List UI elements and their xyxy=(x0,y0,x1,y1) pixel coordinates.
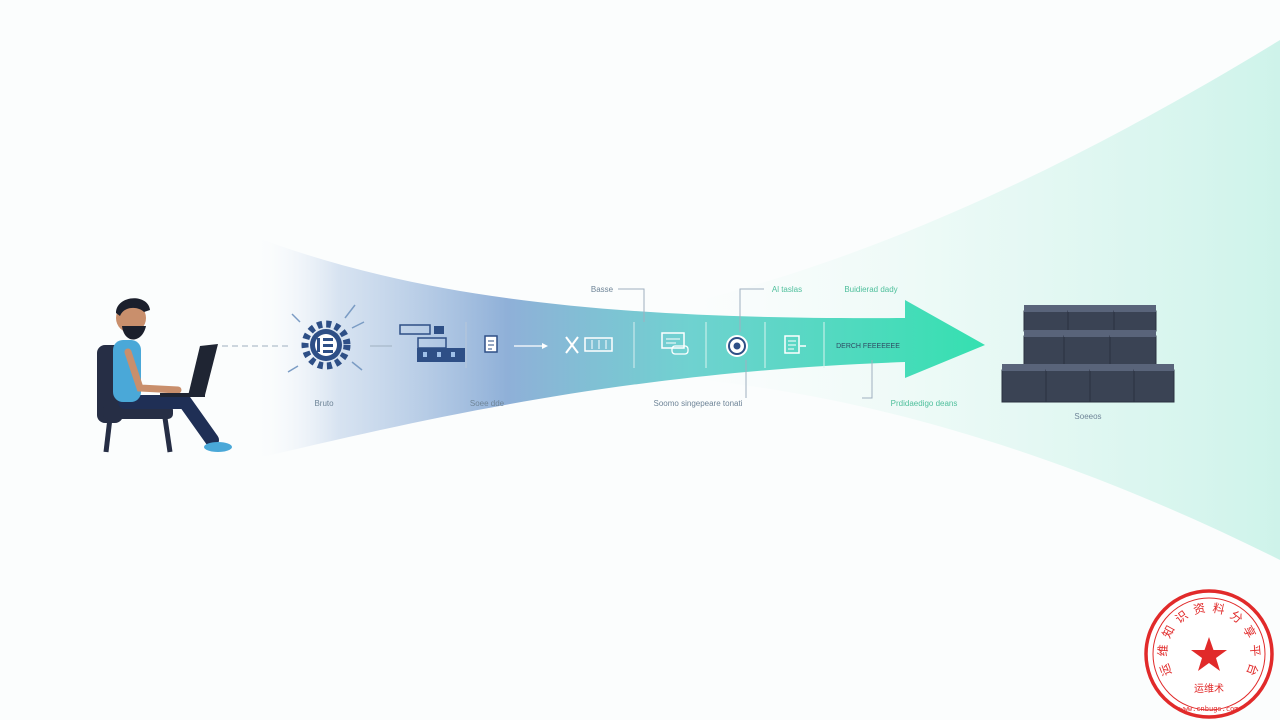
seal-ring-char: 台 xyxy=(1244,662,1262,678)
target-icon xyxy=(726,335,748,357)
callout-line xyxy=(862,360,873,399)
seal-stamp: 运维知识资料分享平台 运维术 www.cnbugs.com xyxy=(1144,589,1274,719)
server-block xyxy=(1045,369,1091,403)
screen-icon xyxy=(661,332,689,355)
callout-top-1: Basse xyxy=(591,285,614,294)
document-icon xyxy=(484,335,498,353)
server-block-top xyxy=(1046,364,1090,371)
person-at-laptop-icon xyxy=(97,298,232,453)
server-block-top xyxy=(1090,364,1134,371)
server-block xyxy=(1133,369,1175,403)
server-block-top xyxy=(1064,330,1110,337)
seal-center-text: 运维术 xyxy=(1194,682,1224,695)
stage-label-5: Soomo singepeare tonati xyxy=(654,399,743,408)
gear-icon xyxy=(287,304,365,373)
seal-ring-char: 料 xyxy=(1211,601,1226,617)
server-block xyxy=(1001,369,1047,403)
file-icon xyxy=(784,335,806,354)
stage-label-1: Bruto xyxy=(314,399,334,408)
server-block-top xyxy=(1110,330,1156,337)
code-icon xyxy=(565,336,613,354)
callout-top-2: Al taslas xyxy=(772,285,802,294)
stage-label-2: Soee dde xyxy=(470,399,505,408)
server-block-top xyxy=(1002,364,1046,371)
server-block xyxy=(1089,369,1135,403)
arrow-head xyxy=(542,343,548,349)
callout-bottom: Prdidaedigo deans xyxy=(891,399,958,408)
seal-ring-char: 平 xyxy=(1247,644,1262,657)
server-block-top xyxy=(1134,364,1174,371)
server-block xyxy=(1023,335,1065,367)
server-block xyxy=(1109,335,1157,367)
background-glow xyxy=(700,40,1280,560)
callout-line xyxy=(618,288,645,322)
flow-band xyxy=(250,235,985,460)
server-block-top xyxy=(1024,330,1064,337)
server-block-top xyxy=(1068,305,1114,312)
callout-line xyxy=(739,288,764,332)
seal-ring-char: 维 xyxy=(1156,644,1171,657)
server-block-top xyxy=(1024,305,1068,312)
red-star-icon xyxy=(1191,637,1227,671)
seal-ring-char: 知 xyxy=(1160,623,1178,640)
server-stack-icon xyxy=(1001,305,1175,403)
seal-ring-char: 运 xyxy=(1157,662,1174,678)
monitor-icon xyxy=(399,324,465,362)
server-block xyxy=(1023,310,1069,332)
server-block xyxy=(1113,310,1157,332)
server-block xyxy=(1063,335,1111,367)
server-block-top xyxy=(1114,305,1156,312)
destination-label: Soeeos xyxy=(1074,412,1101,421)
callout-top-3: Buidierad dady xyxy=(844,285,897,294)
seal-url-text: www.cnbugs.com xyxy=(1179,705,1238,713)
seal-ring-char: 资 xyxy=(1192,601,1207,617)
server-block xyxy=(1067,310,1115,332)
arrow-text: DERCH FEEEEEEE xyxy=(836,343,900,350)
